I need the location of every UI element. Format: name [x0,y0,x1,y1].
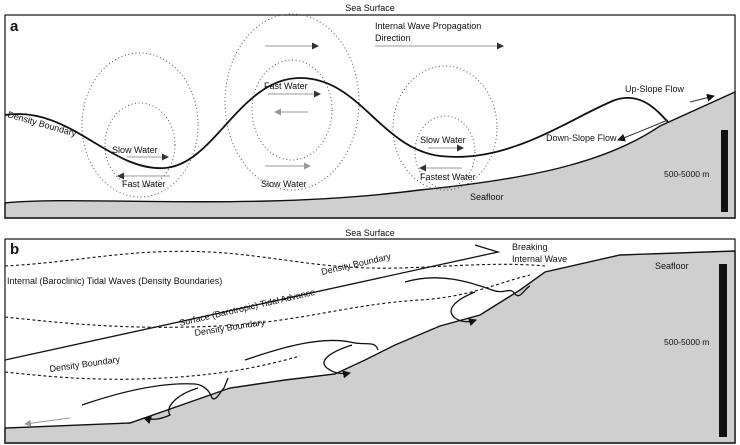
fast-water-label: Fast Water [264,81,308,91]
circulation-ellipse [104,102,176,188]
density-boundary-line [4,274,531,328]
offshore-flow-arrow [24,417,71,427]
panel-a-letter: a [10,18,19,35]
density-boundary-line [4,250,546,269]
slow-water-label: Slow Water [420,135,466,145]
fast-water-label: Fast Water [122,179,166,189]
panel-b-letter: b [10,241,19,258]
circulation-ellipse [224,13,360,191]
density-boundary-label: Density Boundary [320,251,392,277]
breaking-wave-curl [244,339,379,361]
fastest-water-label: Fastest Water [420,172,476,182]
breaking-wave-curl [81,377,229,406]
depth-label: 500-5000 m [664,169,709,179]
slow-water-label: Slow Water [261,179,307,189]
seafloor-label: Seafloor [655,261,689,271]
breaking-wave-return-flow [143,387,199,425]
breaking-wave-return-flow [323,344,353,379]
depth-scale-bar [719,264,727,437]
depth-label: 500-5000 m [664,337,709,347]
panel-b-seafloor [4,250,736,444]
circulation-ellipse [81,52,199,198]
up-slope-label: Up-Slope Flow [625,84,685,94]
panel-b: Sea Surface b Breaking Internal Wave Sea… [4,228,736,444]
panel-a-density-boundary-line [4,77,669,169]
down-slope-label: Down-Slope Flow [546,133,617,143]
seafloor-label: Seafloor [470,192,504,202]
down-slope-arrow [617,119,669,142]
density-boundary-label: Density Boundary [6,109,78,138]
slow-water-label: Slow Water [112,145,158,155]
up-slope-arrow [689,93,715,103]
propagation-label-line1: Internal Wave Propagation [375,21,481,31]
internal-tidal-waves-label: Internal (Baroclinic) Tidal Waves (Densi… [7,276,222,286]
breaking-wave-label-line2: Internal Wave [512,254,567,264]
circulation-ellipse [414,115,476,189]
density-boundary-line [4,355,301,380]
circulation-ellipse [392,65,498,191]
panel-b-sea-surface-label: Sea Surface [345,228,395,238]
panel-a-sea-surface-label: Sea Surface [345,3,395,13]
breaking-wave-return-flow [450,291,477,327]
circulation-ellipse [251,59,333,161]
surface-tidal-advance-line [4,244,501,361]
density-boundary-label: Density Boundary [49,354,121,374]
depth-scale-bar [721,130,728,212]
breaking-wave-curl [404,277,531,297]
panel-a: Sea Surface a Internal Wave Propagation … [4,3,736,219]
propagation-label-line2: Direction [375,33,411,43]
breaking-wave-label-line1: Breaking [512,242,548,252]
panel-a-seafloor [4,90,736,219]
